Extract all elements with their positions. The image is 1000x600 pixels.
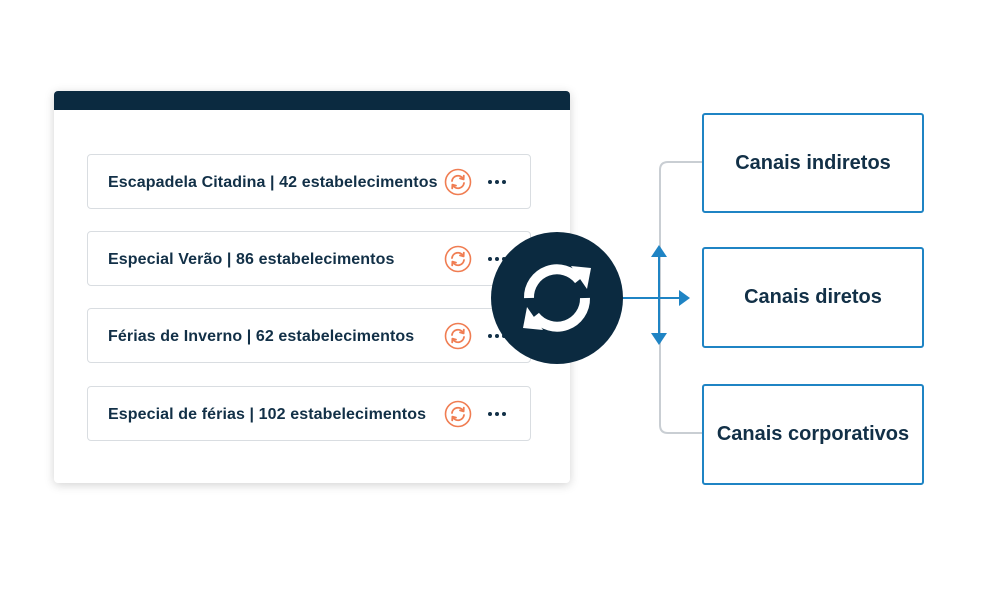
channel-label: Canais diretos (744, 286, 882, 308)
package-label: Especial de férias | 102 estabelecimento… (108, 406, 427, 423)
channel-indirect: Canais indiretos (702, 113, 924, 213)
sync-icon[interactable] (444, 322, 472, 350)
package-label: Escapadela Citadina | 42 estabelecimento… (108, 174, 438, 191)
package-row[interactable]: Férias de Inverno | 62 estabelecimentos (87, 308, 531, 363)
sync-icon[interactable] (444, 400, 472, 428)
package-label: Férias de Inverno | 62 estabelecimentos (108, 328, 415, 345)
packages-window: Escapadela Citadina | 42 estabelecimento… (54, 91, 570, 483)
arrow-right-head (679, 290, 690, 306)
sync-icon (523, 264, 591, 332)
sync-hub (491, 232, 623, 364)
package-row[interactable]: Especial de férias | 102 estabelecimento… (87, 386, 531, 441)
package-label: Especial Verão | 86 estabelecimentos (108, 251, 395, 268)
channel-corporate: Canais corporativos (702, 384, 924, 485)
package-row[interactable]: Escapadela Citadina | 42 estabelecimento… (87, 154, 531, 209)
more-icon[interactable] (486, 404, 508, 424)
sync-icon[interactable] (444, 168, 472, 196)
arrow-up-head (651, 245, 667, 257)
channel-label: Canais indiretos (735, 151, 891, 174)
arrow-down-head (651, 333, 667, 345)
package-row[interactable]: Especial Verão | 86 estabelecimentos (87, 231, 531, 286)
sync-icon[interactable] (444, 245, 472, 273)
channel-label: Canais corporativos (716, 423, 910, 445)
channel-direct: Canais diretos (702, 247, 924, 348)
window-title-bar (54, 91, 570, 110)
more-icon[interactable] (486, 172, 508, 192)
